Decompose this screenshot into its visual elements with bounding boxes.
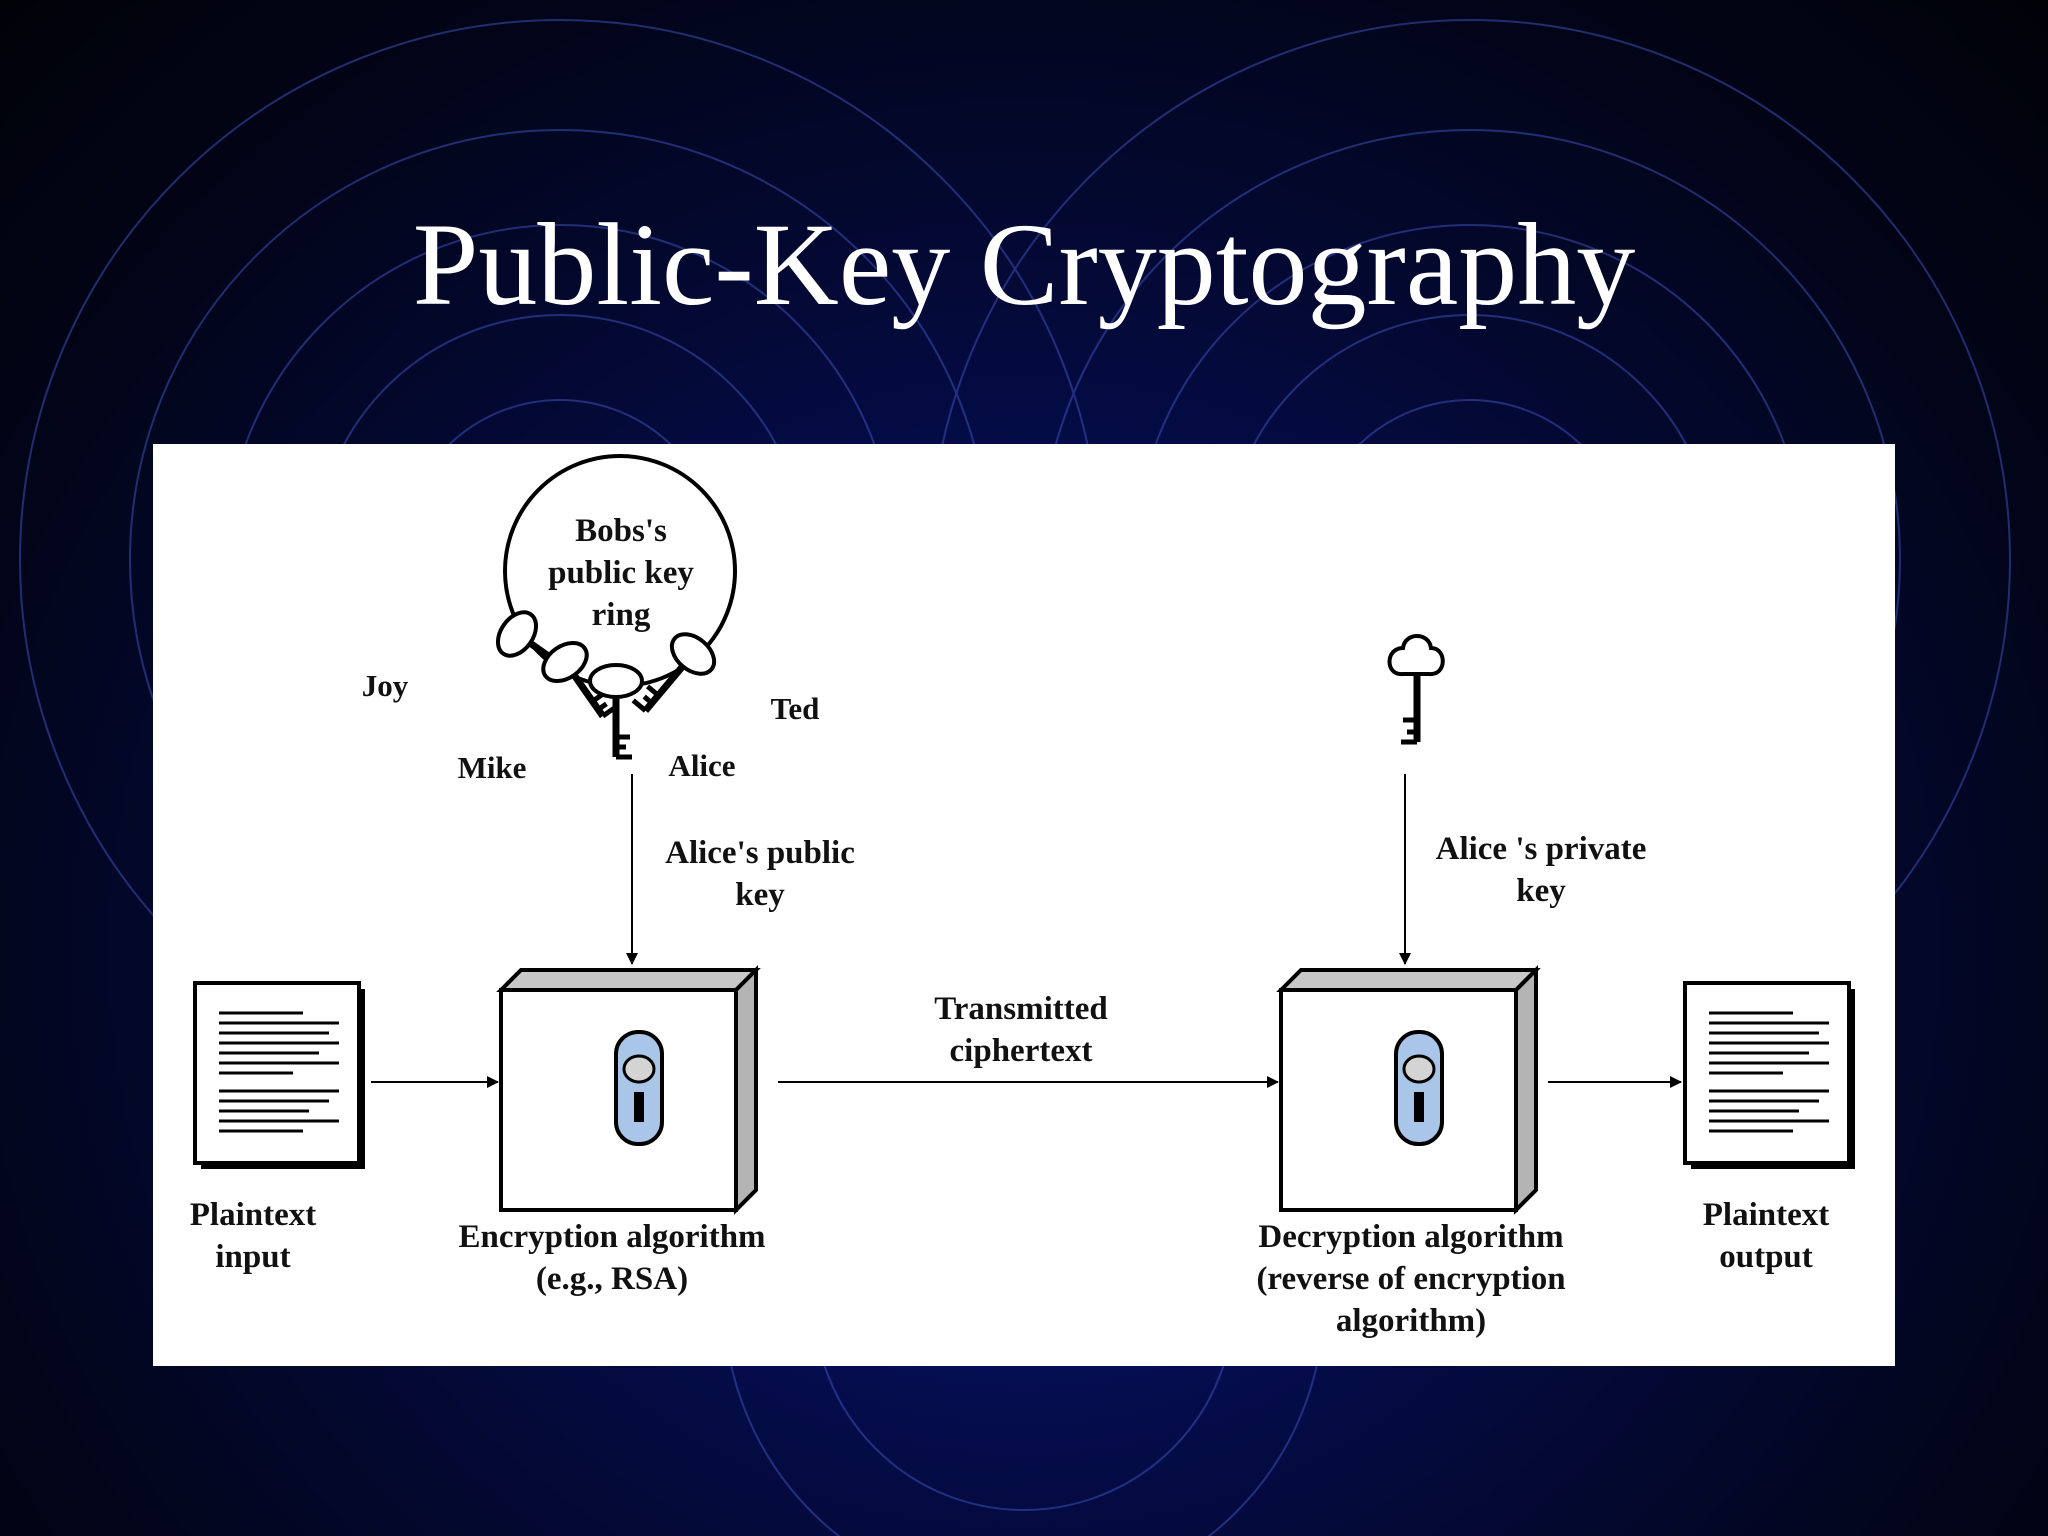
key-owner-alice: Alice [668,746,735,786]
document-icon-output [1685,983,1855,1169]
keyhole-icon-decryption [1396,1032,1442,1144]
lock-box-icon-encryption [501,970,756,1210]
document-icon-input [195,983,365,1169]
key-ring-label: Bobs's public key ring [548,510,694,636]
lock-box-icon-decryption [1281,970,1536,1210]
key-icon-private [1390,636,1443,742]
slide-title: Public-Key Cryptography [0,200,2048,330]
encryption-algorithm-label: Encryption algorithm (e.g., RSA) [458,1216,765,1300]
key-owner-ted: Ted [771,689,820,729]
plaintext-output-label: Plaintext output [1703,1194,1829,1278]
diagram-panel: Bobs's public key ring Joy Mike Alice Te… [153,444,1895,1366]
private-key-label: Alice 's private key [1436,828,1647,912]
plaintext-input-label: Plaintext input [190,1194,316,1278]
transmitted-ciphertext-label: Transmitted ciphertext [934,988,1108,1072]
public-key-label: Alice's public key [665,832,855,916]
key-owner-mike: Mike [458,748,527,788]
keyhole-icon-encryption [616,1032,662,1144]
key-owner-joy: Joy [362,666,409,706]
decryption-algorithm-label: Decryption algorithm (reverse of encrypt… [1256,1216,1565,1342]
